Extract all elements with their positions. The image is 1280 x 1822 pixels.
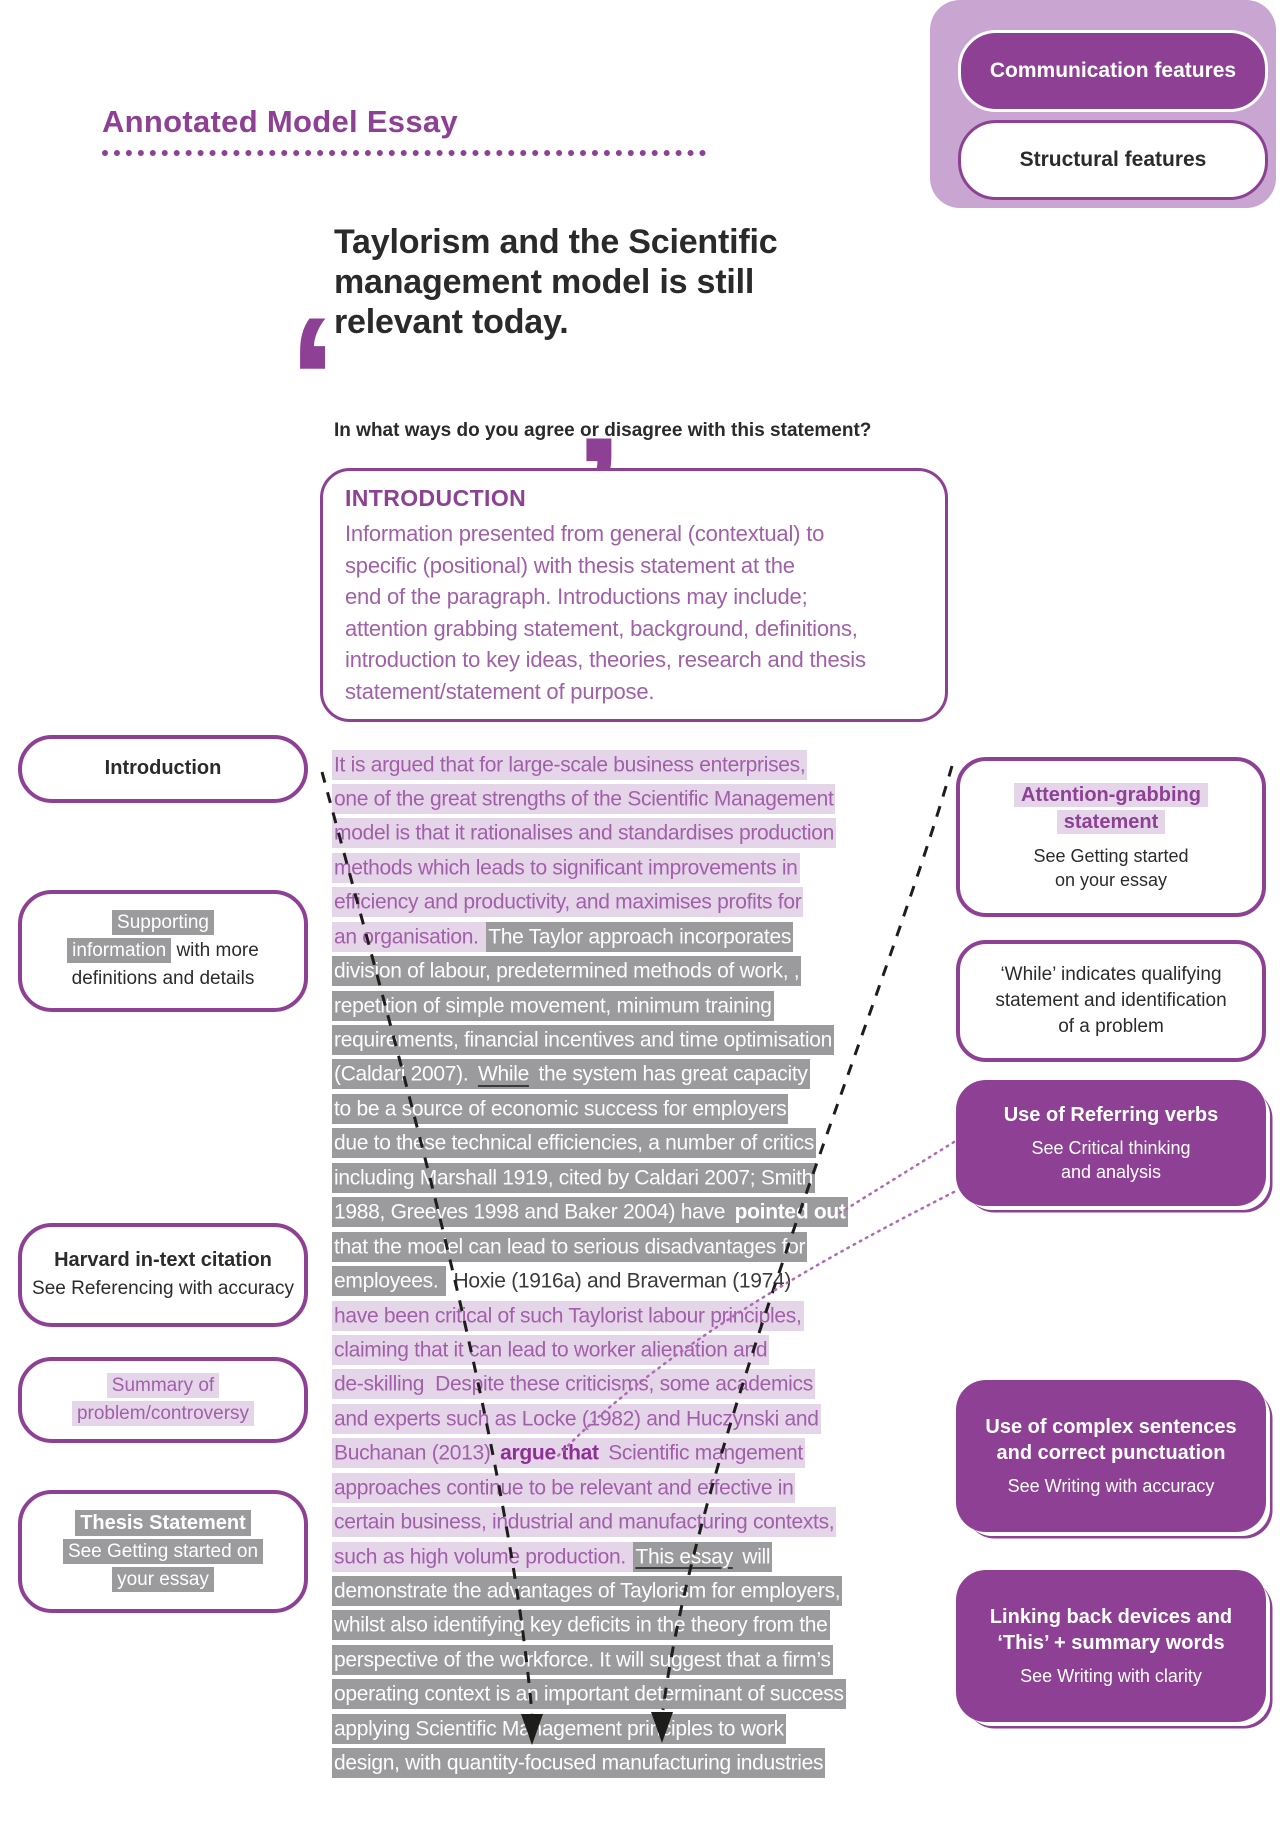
- right-label-body-line: of a problem: [1058, 1016, 1164, 1037]
- right-label-title-line: Use of complex sentences: [985, 1416, 1237, 1438]
- quote-line: Taylorism and the Scientific: [334, 223, 778, 261]
- right-label-title-line: Attention-grabbing: [1014, 782, 1208, 809]
- page-title: Annotated Model Essay: [102, 104, 458, 139]
- essay-line: due to these technical efficiencies, a n…: [332, 1127, 922, 1161]
- essay-line: operating context is an important determ…: [332, 1678, 922, 1712]
- right-label-linking-back-devices: Linking back devices and ‘This’ + summary…: [956, 1570, 1266, 1722]
- essay-line: efficiency and productivity, and maximis…: [332, 886, 922, 920]
- essay-line: It is argued that for large-scale busine…: [332, 748, 922, 782]
- left-label-line: information with more: [67, 937, 259, 965]
- legend-structural-features: Structural features: [958, 120, 1268, 200]
- essay-line: to be a source of economic success for e…: [332, 1092, 922, 1126]
- introduction-box-title: INTRODUCTION: [345, 485, 527, 511]
- left-label-line: Introduction: [104, 757, 222, 779]
- left-label-line: See Referencing with accuracy: [32, 1278, 294, 1299]
- introduction-body-line: specific (positional) with thesis statem…: [345, 552, 795, 578]
- introduction-body-line: introduction to key ideas, theories, res…: [345, 647, 866, 673]
- essay-line: (Caldari 2007). While the system has gre…: [332, 1058, 922, 1092]
- essay-line: including Marshall 1919, cited by Caldar…: [332, 1161, 922, 1195]
- right-label-sub-line: on your essay: [1054, 870, 1168, 890]
- left-label-line: problem/controversy: [71, 1400, 255, 1428]
- right-label-sub-line: See Writing with clarity: [1020, 1666, 1202, 1686]
- essay-line: such as high volume production. This ess…: [332, 1540, 922, 1574]
- essay-line: model is that it rationalises and standa…: [332, 817, 922, 851]
- right-label-title-line: Linking back devices and: [989, 1606, 1233, 1628]
- essay-line: approaches continue to be relevant and e…: [332, 1471, 922, 1505]
- right-label-sub-line: See Writing with accuracy: [1007, 1476, 1215, 1496]
- essay-line: have been critical of such Taylorist lab…: [332, 1299, 922, 1333]
- essay-line: division of labour, predetermined method…: [332, 955, 922, 989]
- essay-line: whilst also identifying key deficits in …: [332, 1609, 922, 1643]
- introduction-body-line: statement/statement of purpose.: [345, 678, 655, 704]
- right-label-while-qualifying-statement: ‘While’ indicates qualifying statement an…: [956, 940, 1266, 1062]
- essay-question-quote: Taylorism and the Scientific management …: [334, 222, 778, 342]
- essay-line: de-skilling Despite these criticisms, so…: [332, 1368, 922, 1402]
- essay-line: that the model can lead to serious disad…: [332, 1230, 922, 1264]
- right-label-title-line: and correct punctuation: [996, 1442, 1226, 1464]
- essay-line: claiming that it can lead to worker alie…: [332, 1333, 922, 1367]
- essay-line: demonstrate the advantages of Taylorism …: [332, 1575, 922, 1609]
- left-label-line: See Getting started on: [62, 1538, 264, 1566]
- right-label-complex-sentences: Use of complex sentences and correct punc…: [956, 1380, 1266, 1532]
- introduction-body-line: Information presented from general (cont…: [345, 521, 825, 546]
- essay-prompt: In what ways do you agree or disagree wi…: [334, 420, 872, 441]
- essay-line: employees. Hoxie (1916a) and Braverman (…: [332, 1265, 922, 1299]
- right-label-title-line: ‘This’ + summary words: [997, 1632, 1225, 1654]
- essay-line: requirements, financial incentives and t…: [332, 1024, 922, 1058]
- quote-line: management model is still: [334, 263, 755, 301]
- dotted-divider: [102, 150, 706, 156]
- legend-communication-features: Communication features: [958, 30, 1268, 112]
- right-label-sub-line: See Critical thinking: [1031, 1138, 1191, 1158]
- left-label-line: definitions and details: [71, 968, 255, 989]
- right-label-sub-line: See Getting started: [1033, 846, 1189, 866]
- right-label-sub-line: and analysis: [1060, 1162, 1162, 1182]
- essay-line: 1988, Greeves 1998 and Baker 2004) have …: [332, 1196, 922, 1230]
- legend-panel: Communication features Structural featur…: [930, 0, 1276, 208]
- left-label-line: Supporting: [112, 909, 214, 937]
- left-label-line: your essay: [112, 1566, 214, 1594]
- essay-line: certain business, industrial and manufac…: [332, 1506, 922, 1540]
- essay-line: an organisation. The Taylor approach inc…: [332, 920, 922, 954]
- introduction-body-line: attention grabbing statement, background…: [345, 615, 858, 641]
- introduction-description-box: INTRODUCTION Information presented from …: [320, 468, 948, 722]
- introduction-box-body: Information presented from general (cont…: [345, 518, 935, 708]
- left-label-line: Harvard in-text citation: [54, 1249, 272, 1271]
- left-label-line: Summary of: [106, 1372, 220, 1400]
- right-label-title-line: statement: [1056, 809, 1166, 836]
- left-label-line: Thesis Statement: [75, 1509, 251, 1538]
- essay-line: design, with quantity-focused manufactur…: [332, 1747, 922, 1781]
- essay-line: and experts such as Locke (1982) and Huc…: [332, 1402, 922, 1436]
- quote-line: relevant today.: [334, 303, 569, 341]
- introduction-body-line: end of the paragraph. Introductions may …: [345, 584, 808, 610]
- essay-line: applying Scientific Management principle…: [332, 1712, 922, 1746]
- right-label-title-line: Use of Referring verbs: [1003, 1104, 1219, 1126]
- essay-line: perspective of the workforce. It will su…: [332, 1643, 922, 1677]
- essay-text: It is argued that for large-scale busine…: [332, 748, 922, 1781]
- essay-line: methods which leads to significant impro…: [332, 851, 922, 885]
- left-label-introduction: Introduction: [18, 735, 308, 803]
- essay-line: repetition of simple movement, minimum t…: [332, 989, 922, 1023]
- essay-line: Buchanan (2013) argue that Scientific ma…: [332, 1437, 922, 1471]
- right-label-body-line: statement and identification: [995, 990, 1227, 1011]
- essay-line: one of the great strengths of the Scient…: [332, 782, 922, 816]
- right-label-body-line: ‘While’ indicates qualifying: [1000, 964, 1222, 985]
